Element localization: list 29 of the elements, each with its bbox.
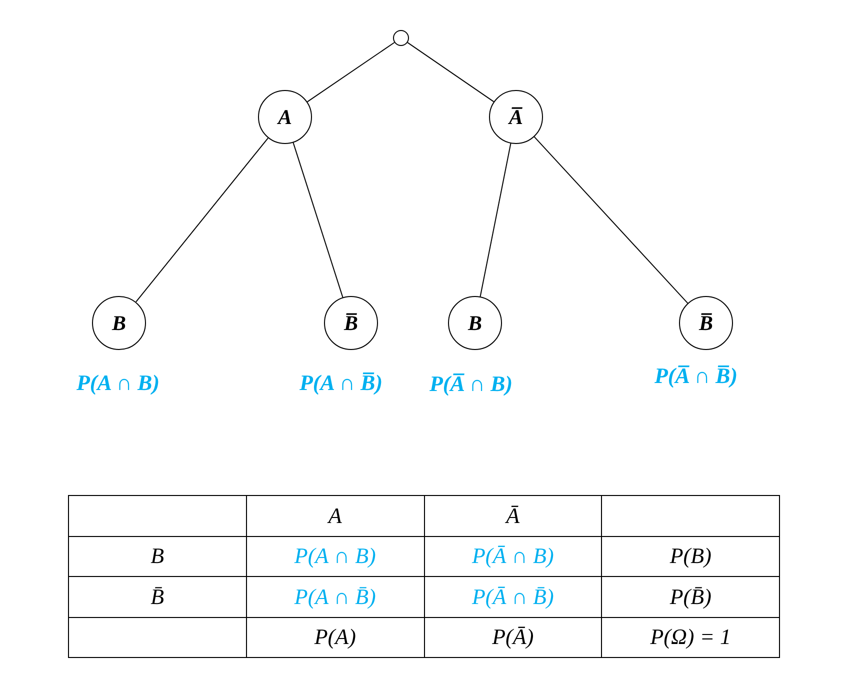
table-cell: P(Ω) = 1 <box>602 618 780 658</box>
table-cell: P(Ā ∩ B̄) <box>424 577 602 618</box>
connector-line <box>407 42 494 102</box>
table-cell: P(A ∩ B̄) <box>246 577 424 618</box>
probability-label: P(A̅ ∩ B̅) <box>654 365 738 387</box>
table-cell: A <box>246 496 424 536</box>
table-cell: B̄ <box>69 577 247 618</box>
connector-line <box>135 138 269 302</box>
connector-line <box>292 142 344 298</box>
event-label: B <box>468 312 482 334</box>
probability-label: P(A ∩ B) <box>76 372 160 394</box>
table-cell: Ā <box>424 496 602 536</box>
probability-label: P(A ∩ B̅) <box>299 372 383 394</box>
table-cell: P(B) <box>602 536 780 577</box>
probability-label: P(A̅ ∩ B) <box>429 373 513 395</box>
table-cell: P(A ∩ B) <box>246 536 424 577</box>
connector-line <box>534 136 688 304</box>
event-label: B̅ <box>698 312 713 334</box>
connector-line <box>306 42 395 102</box>
event-label: A <box>278 106 292 128</box>
connector-line <box>480 142 512 298</box>
table-cell: P(Ā) <box>424 618 602 658</box>
event-label: B̅ <box>344 312 358 334</box>
table-cell: P(A) <box>246 618 424 658</box>
table-cell: P(Ā ∩ B) <box>424 536 602 577</box>
table-cell: P(B̄) <box>602 577 780 618</box>
event-label: A̅ <box>508 106 523 128</box>
table-cell: B <box>69 536 247 577</box>
event-label: B <box>112 312 126 334</box>
